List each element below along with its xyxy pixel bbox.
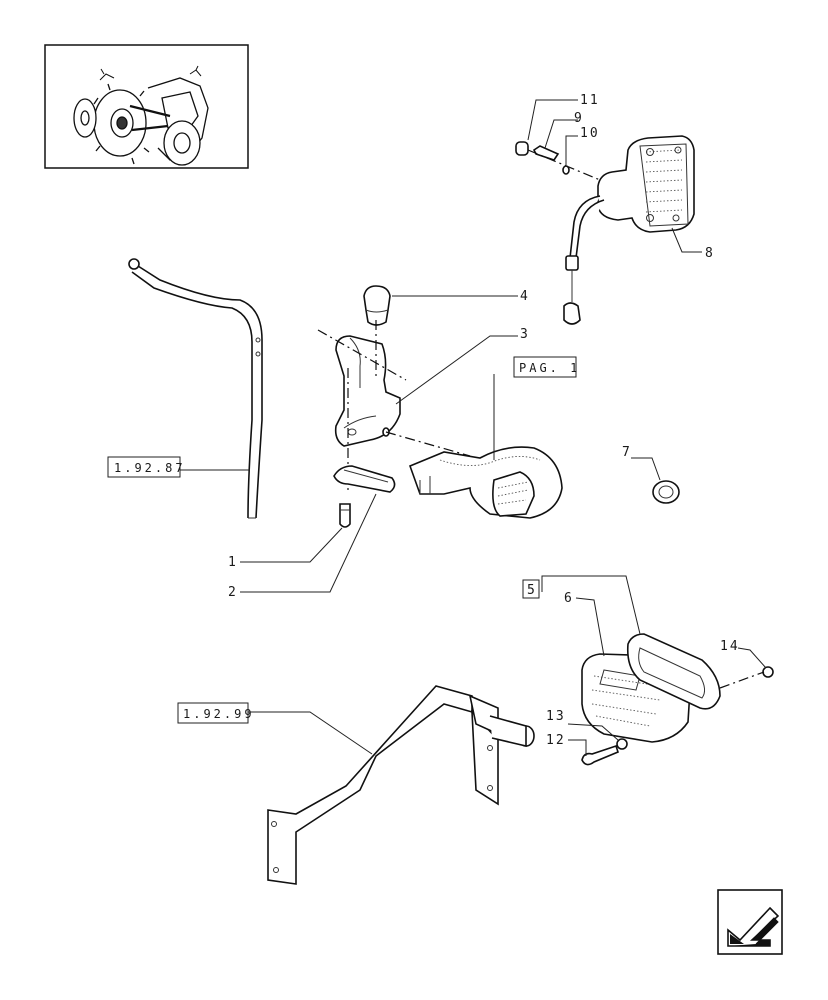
callout-1: 1 [228, 555, 238, 570]
grommet-7 [652, 480, 680, 504]
rear-lamp-8 [563, 135, 695, 325]
ref-pag-1: PAG. 1 [519, 361, 580, 375]
callout-14: 14 [720, 639, 740, 654]
cable-1-92-87 [128, 258, 263, 519]
leader-lines [180, 99, 767, 756]
back-arrow-icon[interactable] [717, 889, 783, 955]
callout-4: 4 [520, 289, 530, 304]
callout-8: 8 [705, 246, 715, 261]
callout-10: 10 [580, 126, 600, 141]
ref-1-92-99: 1.92.99 [183, 707, 255, 721]
bracket-1-92-99 [267, 685, 535, 885]
pin-2 [333, 465, 396, 493]
callout-3: 3 [520, 327, 530, 342]
ref-1-92-87: 1.92.87 [114, 461, 186, 475]
knob-4 [363, 285, 391, 326]
callout-9: 9 [574, 111, 584, 126]
callout-2: 2 [228, 585, 238, 600]
callout-6: 6 [564, 591, 574, 606]
fender-lamp-housing [408, 446, 563, 519]
ref-box-1-92-87[interactable]: 1.92.87 [107, 456, 186, 478]
callout-12: 12 [546, 733, 566, 748]
tractor-thumbnail-icon[interactable] [44, 44, 249, 169]
callout-5-box: 5 [522, 579, 540, 599]
callout-11: 11 [580, 93, 600, 108]
screw-12-13-14 [581, 666, 774, 766]
ref-box-pag-1[interactable]: PAG. 1 [513, 356, 580, 378]
ref-box-1-92-99[interactable]: 1.92.99 [177, 702, 255, 724]
callout-5: 5 [527, 583, 537, 598]
bolt-1 [339, 503, 351, 528]
bracket-3 [317, 320, 471, 490]
gasket-5 [626, 633, 721, 710]
callout-7: 7 [622, 445, 632, 460]
callout-13: 13 [546, 709, 566, 724]
screw-group-9-10-11 [515, 141, 601, 181]
